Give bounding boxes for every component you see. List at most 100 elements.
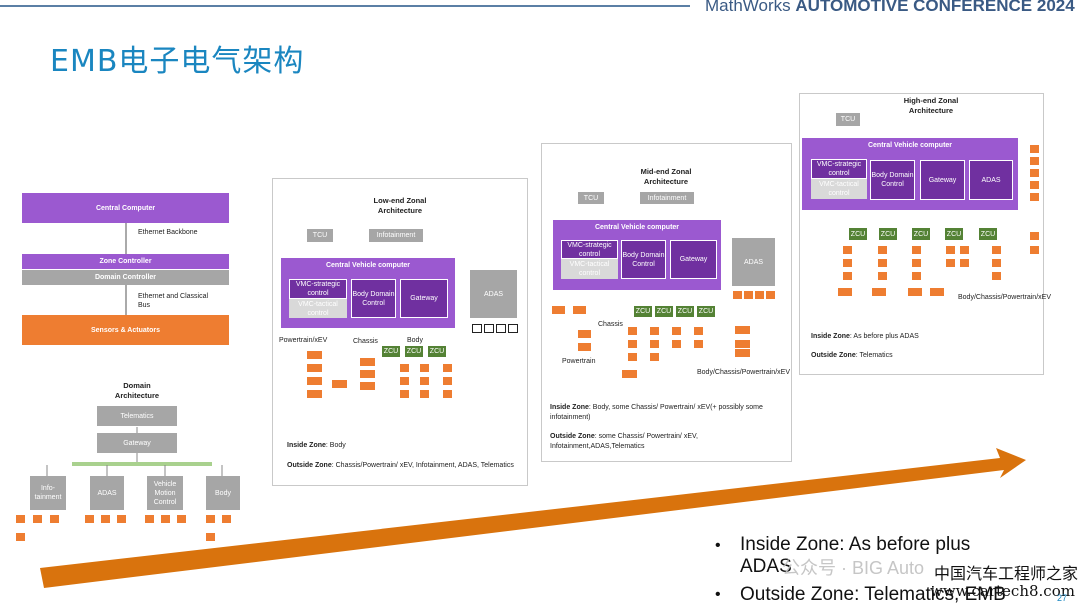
sensor-square — [472, 324, 482, 333]
actuator-square — [960, 259, 969, 267]
actuator-square — [622, 370, 637, 378]
low-body-label: Body — [407, 337, 423, 344]
mid-vmc-strategic: VMC-strategic control — [561, 240, 618, 259]
actuator-square — [744, 291, 753, 299]
adas-domain-box: ADAS — [90, 476, 124, 510]
bullet-dot: • — [715, 586, 721, 603]
sensor-square — [508, 324, 518, 333]
actuator-square — [992, 259, 1001, 267]
high-adas: ADAS — [969, 160, 1013, 200]
actuator-square — [992, 272, 1001, 280]
actuator-square — [1030, 145, 1039, 153]
actuator-square — [85, 515, 94, 523]
actuator-square — [733, 291, 742, 299]
actuator-square — [672, 327, 681, 335]
actuator-square — [650, 340, 659, 348]
mid-zcu-4: ZCU — [697, 306, 715, 317]
actuator-square — [843, 246, 852, 254]
actuator-square — [766, 291, 775, 299]
sensors-actuators-box: Sensors & Actuators — [22, 315, 229, 345]
actuator-square — [222, 515, 231, 523]
actuator-square — [735, 349, 750, 357]
actuator-square — [1030, 232, 1039, 240]
low-inside-zone-note: Inside Zone: Body — [287, 442, 346, 449]
mid-vmc-tactical: VMC-tactical control — [561, 259, 618, 279]
actuator-square — [650, 353, 659, 361]
actuator-square — [946, 259, 955, 267]
high-tcu-box: TCU — [836, 113, 860, 126]
bullet-inside-zone: Inside Zone: As before plus ADAS — [740, 534, 971, 577]
actuator-square — [578, 330, 591, 338]
actuator-square — [650, 327, 659, 335]
actuator-square — [16, 515, 25, 523]
mid-outside-zone-note: Outside Zone: some Chassis/ Powertrain/ … — [550, 433, 698, 450]
low-vmc-strategic: VMC-strategic control — [289, 279, 347, 299]
actuator-square — [206, 533, 215, 541]
actuator-square — [420, 364, 429, 372]
actuator-square — [443, 364, 452, 372]
actuator-square — [930, 288, 944, 296]
page-number: 27 — [1057, 593, 1068, 603]
actuator-square — [307, 351, 322, 359]
actuator-square — [908, 288, 922, 296]
conference-name: AUTOMOTIVE CONFERENCE 2024 — [795, 0, 1075, 15]
actuator-square — [400, 364, 409, 372]
conference-banner: MathWorks AUTOMOTIVE CONFERENCE 2024 — [705, 0, 1075, 16]
watermark-site-url: www.cartech8.com — [930, 582, 1075, 600]
high-inside-zone-note: Inside Zone: As before plus ADAS — [811, 333, 919, 340]
actuator-square — [101, 515, 110, 523]
ethernet-classical-bus-label: Ethernet and Classical Bus — [138, 293, 209, 309]
high-outside-zone-note: Outside Zone: Telematics — [811, 352, 893, 359]
low-body-domain: Body Domain Control — [351, 279, 396, 318]
gateway-box: Gateway — [97, 433, 177, 453]
mid-gateway: Gateway — [670, 240, 717, 279]
sensor-square — [484, 324, 494, 333]
actuator-square — [1030, 246, 1039, 254]
actuator-square — [117, 515, 126, 523]
low-zcu-1: ZCU — [382, 346, 400, 357]
mid-tcu-box: TCU — [578, 192, 604, 204]
actuator-square — [912, 246, 921, 254]
actuator-square — [960, 246, 969, 254]
watermark-site-cn: 中国汽车工程师之家 — [934, 564, 1079, 583]
low-vmc-tactical: VMC-tactical control — [289, 299, 347, 318]
actuator-square — [50, 515, 59, 523]
domain-controller-box: Domain Controller — [22, 270, 229, 285]
actuator-square — [360, 358, 375, 366]
mid-powertrain-label: Powertrain — [562, 358, 596, 365]
actuator-square — [843, 272, 852, 280]
actuator-square — [443, 390, 452, 398]
low-outside-zone-note: Outside Zone: Chassis/Powertrain/ xEV, I… — [287, 462, 514, 469]
high-body-chassis-label: Body/Chassis/Powertrain/xEV — [958, 294, 1051, 301]
telematics-box: Telematics — [97, 406, 177, 426]
watermark-account: 公众号 · BIG Auto — [782, 558, 925, 578]
actuator-square — [843, 259, 852, 267]
infotainment-domain-box: Info-tainment — [30, 476, 66, 510]
actuator-square — [307, 377, 322, 385]
actuator-square — [878, 272, 887, 280]
actuator-square — [400, 377, 409, 385]
ethernet-backbone-label: Ethernet Backbone — [138, 229, 198, 236]
low-chassis-label: Chassis — [353, 338, 378, 345]
bullet-dot: • — [715, 537, 721, 554]
actuator-square — [552, 306, 565, 314]
mid-zcu-1: ZCU — [634, 306, 652, 317]
actuator-square — [443, 377, 452, 385]
central-computer-box: Central Computer — [22, 193, 229, 223]
slide-title: EMB电子电气架构 — [50, 44, 305, 79]
actuator-square — [878, 246, 887, 254]
growth-arrow — [40, 448, 1026, 588]
actuator-square — [360, 382, 375, 390]
actuator-square — [206, 515, 215, 523]
low-end-title: Low-end Zonal Architecture — [373, 196, 427, 215]
low-tcu-box: TCU — [307, 229, 333, 242]
sensor-square — [496, 324, 506, 333]
actuator-square — [672, 340, 681, 348]
mid-adas-box: ADAS — [732, 238, 775, 286]
low-adas-box: ADAS — [470, 270, 517, 318]
actuator-square — [33, 515, 42, 523]
actuator-square — [912, 259, 921, 267]
low-zcu-3: ZCU — [428, 346, 446, 357]
mid-body-domain: Body Domain Control — [621, 240, 666, 279]
mid-chassis-label: Chassis — [598, 321, 623, 328]
